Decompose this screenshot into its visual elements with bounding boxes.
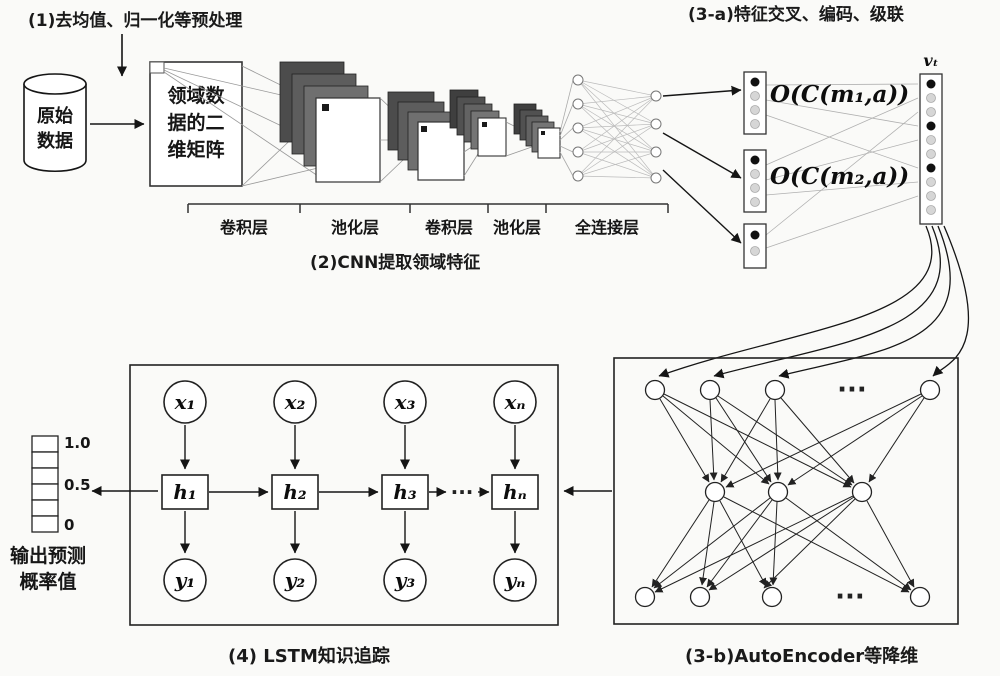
cylinder-body	[23, 84, 87, 173]
lstm-x3-label: x₃	[394, 390, 416, 414]
formula-2: O(C(m₂,a))	[770, 163, 909, 190]
ae-edges-mid-bottom	[651, 495, 915, 593]
lstm-x2-label: x₂	[284, 390, 306, 414]
formula-1: O(C(m₁,a))	[770, 81, 909, 108]
lstm-y1-label: y₁	[174, 568, 195, 592]
vt-vector	[919, 73, 943, 225]
layer-label-pool2: 池化层	[493, 218, 541, 237]
lstm-xn-label: xₙ	[503, 390, 525, 414]
cnn-layer-labels: 卷积层 池化层 卷积层 池化层 全连接层	[219, 218, 639, 237]
cnn-caption: (2)CNN提取领域特征	[310, 252, 480, 273]
pool2-field-dot	[541, 131, 545, 135]
vt-label: vₜ	[923, 51, 938, 70]
conv1-field-dot	[322, 104, 329, 111]
scale-tick-1: 1.0	[64, 434, 91, 452]
lstm-h-to-y-arrows	[180, 511, 520, 554]
matrix-label-line3: 维矩阵	[167, 138, 224, 161]
feature-cross-caption: (3-a)特征交叉、编码、级联	[688, 4, 904, 25]
conv2-stack	[449, 89, 507, 157]
conv1-stack	[279, 61, 381, 183]
preprocessing-caption: (1)去均值、归一化等预处理	[28, 10, 242, 31]
fc-crossing-lines	[577, 79, 657, 179]
fc-output-nodes	[650, 90, 662, 184]
pool1-field-dot	[421, 126, 427, 132]
fc-to-feature-arrows	[662, 85, 742, 244]
lstm-y-nodes: y₁ y₂ y₃ yₙ	[163, 558, 537, 602]
feature-to-vt-lines	[765, 83, 919, 249]
ae-top-nodes	[644, 379, 941, 401]
layer-label-conv2: 卷积层	[424, 218, 473, 237]
scale-cells	[31, 435, 59, 533]
cnn-bracket	[187, 203, 669, 213]
matrix-label-line2: 据的二	[167, 111, 224, 134]
output-label-line1: 输出预测	[10, 544, 86, 567]
lstm-h1-label: h₁	[173, 480, 196, 504]
pool1-stack	[387, 91, 465, 181]
layer-label-pool1: 池化层	[331, 218, 379, 237]
ae-mid-nodes	[704, 481, 873, 503]
pool2-stack	[513, 103, 561, 159]
lstm-h3-label: h₃	[393, 480, 417, 504]
output-label-line2: 概率值	[19, 570, 76, 593]
feature-vector-3	[743, 223, 767, 269]
autoencoder-box	[613, 357, 959, 625]
ae-bottom-dots: ···	[835, 582, 865, 612]
lstm-y3-label: y₃	[394, 568, 416, 592]
fc-input-nodes	[572, 74, 584, 182]
ae-edges-top-mid	[659, 393, 925, 488]
lstm-x1-label: x₁	[174, 390, 196, 414]
matrix-label-line1: 领域数	[167, 84, 225, 107]
raw-data-label-line1: 原始	[37, 105, 73, 127]
probability-scale: 1.0 0.5 0 输出预测 概率值	[10, 434, 91, 593]
scale-tick-05: 0.5	[64, 476, 91, 494]
receptive-field-marker	[149, 61, 165, 74]
lstm-h-boxes: h₁ h₂ h₃ hₙ ···	[161, 474, 539, 510]
lstm-box	[129, 364, 559, 626]
lstm-y2-label: y₂	[284, 568, 306, 592]
feature-vector-2	[743, 149, 767, 213]
lstm-h2-label: h₂	[283, 480, 307, 504]
matrix-box: 领域数 据的二 维矩阵	[149, 61, 243, 187]
lstm-x-to-h-arrows	[180, 425, 520, 470]
lstm-yn-label: yₙ	[504, 568, 526, 592]
lstm-caption: (4) LSTM知识追踪	[228, 645, 390, 667]
autoencoder-caption: (3-b)AutoEncoder等降维	[685, 645, 918, 667]
feature-vector-1	[743, 71, 767, 135]
scale-tick-0: 0	[64, 516, 74, 534]
ae-bottom-nodes	[634, 586, 931, 608]
lstm-h-dots: ···	[451, 480, 474, 504]
lstm-hn-label: hₙ	[503, 480, 527, 504]
layer-label-conv1: 卷积层	[219, 218, 268, 237]
raw-data-cylinder: 原始 数据	[23, 73, 87, 173]
lstm-x-nodes: x₁ x₂ x₃ xₙ	[163, 380, 537, 424]
cylinder-top	[23, 73, 87, 95]
ae-top-dots: ···	[837, 375, 867, 405]
layer-label-fc: 全连接层	[574, 218, 639, 237]
conv2-field-dot	[482, 122, 487, 127]
raw-data-label-line2: 数据	[37, 130, 73, 152]
pool2-to-fc-lines	[559, 79, 574, 177]
vt-to-autoencoder-arrows	[658, 225, 970, 379]
